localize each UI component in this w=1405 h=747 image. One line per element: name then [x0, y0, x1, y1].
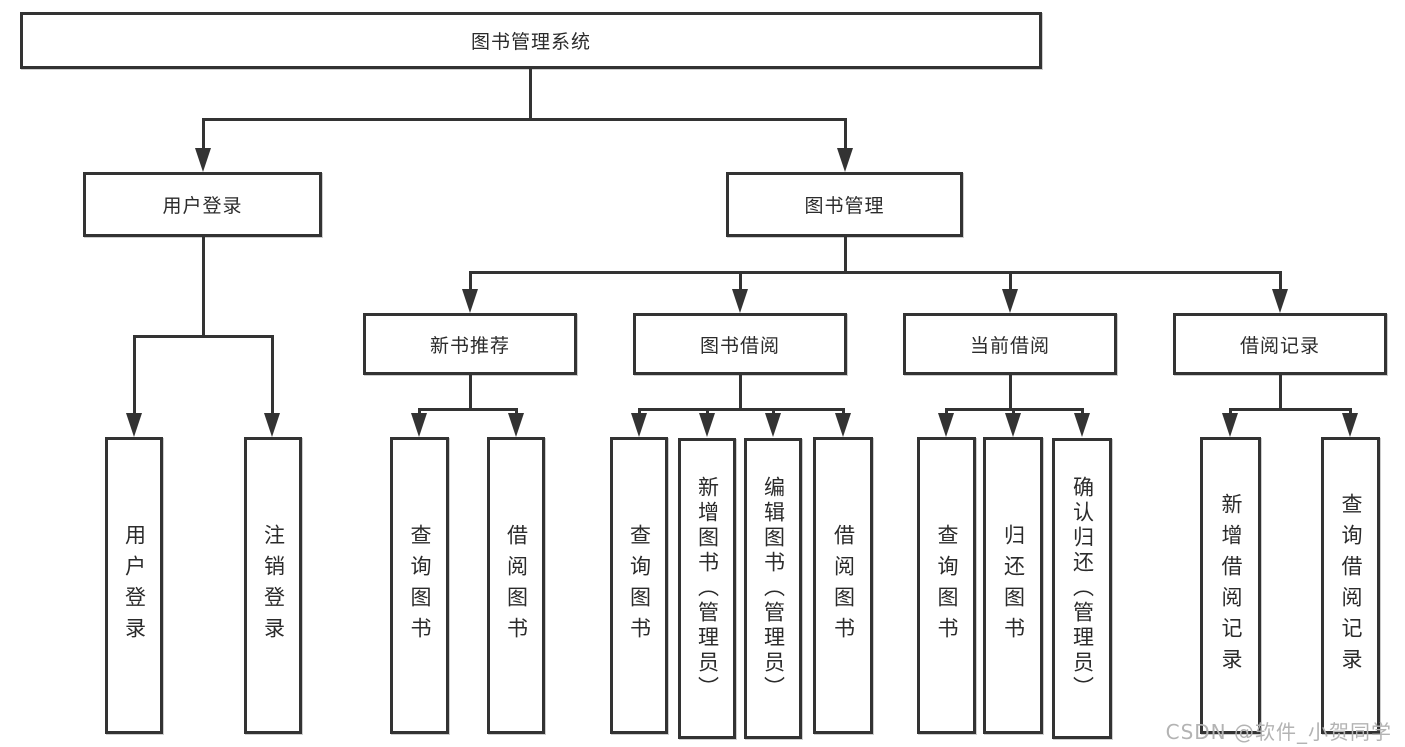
node-label: 新书推荐 — [429, 334, 510, 357]
leaf-return-book: 归还图书 — [983, 437, 1043, 734]
connector-line — [1009, 374, 1012, 410]
connector-arrow — [732, 289, 748, 313]
leaf-confirm-return-admin: 确认归还（管理员） — [1052, 438, 1112, 739]
leaf-add-book-admin: 新增图书（管理员） — [678, 438, 736, 739]
connector-arrow — [765, 413, 781, 437]
csdn-watermark: CSDN @软件_小贺同学 — [1165, 720, 1392, 744]
connector-line — [1279, 374, 1282, 410]
node-label: 借阅图书 — [831, 523, 856, 648]
connector-line — [133, 335, 274, 338]
connector-arrow — [411, 413, 427, 437]
connector-arrow — [508, 413, 524, 437]
node-label: 确认归还（管理员） — [1070, 476, 1095, 701]
connector-line — [418, 408, 421, 416]
connector-line — [638, 408, 845, 411]
connector-line — [1081, 408, 1084, 416]
node-label: 借阅图书 — [504, 523, 529, 648]
connector-arrow — [1074, 413, 1090, 437]
node-label: 编辑图书（管理员） — [761, 476, 786, 701]
connector-line — [842, 408, 845, 416]
connector-arrow — [699, 413, 715, 437]
node-label: 查询图书 — [408, 523, 432, 648]
leaf-query-books-current: 查询图书 — [917, 437, 976, 734]
connector-line — [418, 408, 518, 411]
node-book-borrowing: 图书借阅 — [633, 313, 847, 375]
node-new-book-recommend: 新书推荐 — [363, 313, 577, 375]
connector-line — [529, 68, 532, 120]
connector-line — [844, 118, 847, 150]
node-book-management: 图书管理 — [726, 172, 963, 237]
connector-line — [469, 374, 472, 410]
connector-arrow — [1342, 413, 1358, 437]
node-label: 用户登录 — [162, 195, 243, 217]
node-current-borrowing: 当前借阅 — [903, 313, 1117, 375]
connector-line — [202, 237, 205, 337]
node-label: 查询借阅记录 — [1339, 492, 1363, 679]
connector-line — [772, 408, 775, 416]
leaf-borrow-books-borrowing: 借阅图书 — [813, 437, 873, 734]
node-label: 查询图书 — [627, 523, 652, 648]
connector-arrow — [1272, 289, 1288, 313]
connector-arrow — [1005, 413, 1021, 437]
connector-line — [133, 335, 136, 415]
connector-line — [739, 271, 742, 291]
connector-line — [271, 335, 274, 415]
leaf-query-books-borrowing: 查询图书 — [610, 437, 668, 734]
node-label: 图书借阅 — [699, 334, 780, 357]
connector-line — [515, 408, 518, 416]
node-label: 用户登录 — [122, 523, 147, 648]
node-label: 图书管理系统 — [470, 31, 591, 53]
leaf-query-borrow-record: 查询借阅记录 — [1321, 437, 1380, 734]
connector-line — [202, 118, 847, 121]
leaf-edit-book-admin: 编辑图书（管理员） — [744, 438, 802, 739]
connector-arrow — [126, 413, 142, 437]
connector-arrow — [195, 148, 211, 172]
connector-arrow — [264, 413, 280, 437]
connector-arrow — [837, 148, 853, 172]
connector-line — [706, 408, 709, 416]
connector-line — [1279, 271, 1282, 291]
node-label: 归还图书 — [1001, 523, 1026, 648]
connector-arrow — [1222, 413, 1238, 437]
connector-line — [1349, 408, 1352, 416]
leaf-logout: 注销登录 — [244, 437, 302, 734]
connector-line — [469, 271, 472, 291]
connector-arrow — [462, 289, 478, 313]
connector-arrow — [1002, 289, 1018, 313]
node-borrowing-records: 借阅记录 — [1173, 313, 1387, 375]
connector-line — [202, 118, 205, 150]
connector-arrow — [938, 413, 954, 437]
leaf-query-books-recommend: 查询图书 — [390, 437, 449, 734]
node-label: 新增图书（管理员） — [695, 476, 720, 701]
node-user-login: 用户登录 — [83, 172, 322, 237]
node-label: 借阅记录 — [1239, 334, 1320, 357]
connector-line — [1229, 408, 1352, 411]
connector-arrow — [835, 413, 851, 437]
connector-line — [844, 237, 847, 273]
node-label: 当前借阅 — [969, 334, 1050, 357]
node-root: 图书管理系统 — [20, 12, 1042, 69]
leaf-add-borrow-record: 新增借阅记录 — [1200, 437, 1261, 734]
node-label: 新增借阅记录 — [1219, 492, 1243, 679]
node-label: 图书管理 — [804, 195, 885, 217]
connector-line — [945, 408, 948, 416]
connector-arrow — [631, 413, 647, 437]
connector-line — [739, 374, 742, 410]
connector-line — [1012, 408, 1015, 416]
connector-line — [1009, 271, 1012, 291]
node-label: 注销登录 — [261, 523, 286, 648]
leaf-user-login: 用户登录 — [105, 437, 163, 734]
connector-line — [638, 408, 641, 416]
leaf-borrow-books-recommend: 借阅图书 — [487, 437, 545, 734]
connector-line — [469, 271, 1282, 274]
connector-line — [1229, 408, 1232, 416]
node-label: 查询图书 — [935, 523, 959, 648]
